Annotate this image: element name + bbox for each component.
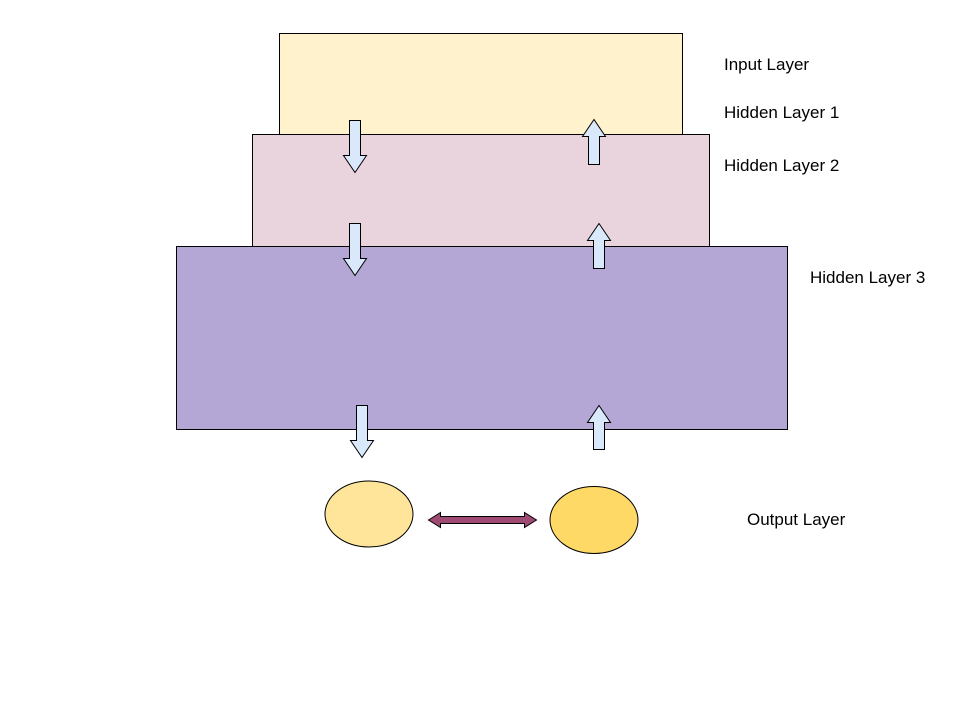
output-layer-label: Output Layer [747,510,846,529]
up-arrow-1 [581,118,607,165]
down-arrow-1 [342,120,368,174]
hidden-layer-3-label: Hidden Layer 3 [810,268,926,287]
hidden-layer-1-label: Hidden Layer 1 [724,103,840,122]
hidden-layer-2-box [252,134,710,248]
hidden-layer-2-label: Hidden Layer 2 [724,156,840,175]
down-arrow-3 [349,405,375,459]
up-arrow-3 [586,404,612,450]
output-node-left [324,480,414,548]
down-arrow-2 [342,223,368,277]
input-layer-label: Input Layer [724,55,810,74]
input-layer-box [279,33,683,136]
up-arrow-2 [586,222,612,269]
hidden-layer-3-box [176,246,788,430]
output-node-right [549,486,639,554]
bidirectional-arrow [427,511,538,529]
